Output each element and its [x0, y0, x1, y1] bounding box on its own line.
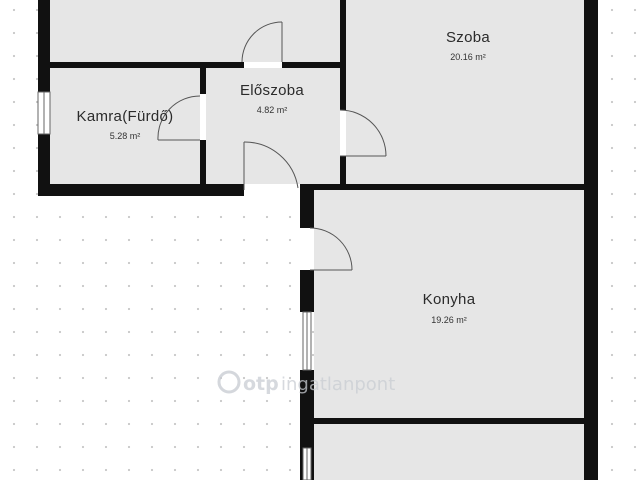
room-label-szoba: Szoba 20.16 m²: [446, 29, 490, 62]
wall-konyha-left-mid: [300, 270, 314, 312]
watermark-text: ingatlanpont: [281, 374, 395, 395]
door-entrance: [243, 141, 300, 196]
watermark: otp ingatlanpont: [217, 370, 395, 395]
wall-right-outer: [584, 0, 598, 480]
wall-left-lower: [38, 134, 50, 196]
room-label-kamra: Kamra(Fürdő) 5.28 m²: [77, 108, 174, 141]
room-area: 19.26 m²: [431, 315, 467, 325]
wall-kamra-right-lower: [200, 140, 206, 190]
room-label-konyha: Konyha 19.26 m²: [423, 291, 476, 325]
room-floors: [50, 0, 584, 480]
room-floor-kamra: [50, 68, 200, 184]
wall-top-room-bottom-left: [38, 62, 244, 68]
wall-szoba-left-upper: [340, 0, 346, 110]
room-floor-eloszoba: [206, 68, 340, 184]
room-area: 4.82 m²: [257, 105, 288, 115]
room-floor-bottom: [314, 424, 584, 480]
window-bottom: [302, 447, 312, 480]
wall-left-upper: [38, 0, 50, 92]
room-name: Kamra(Fürdő): [77, 108, 174, 125]
wall-kamra-right-upper: [200, 62, 206, 94]
room-floor-konyha: [314, 190, 584, 418]
room-area: 20.16 m²: [450, 52, 486, 62]
wall-konyha-left-upper: [300, 184, 314, 228]
door-kamra: [157, 94, 206, 141]
room-label-eloszoba: Előszoba 4.82 m²: [240, 82, 304, 115]
wall-szoba-left-lower: [340, 156, 346, 190]
walls: [38, 0, 598, 480]
window-konyha: [302, 311, 312, 371]
doors: [157, 21, 387, 271]
wall-kamra-bottom: [38, 184, 244, 196]
wall-konyha-bottom: [300, 418, 598, 424]
window-kamra: [37, 91, 51, 135]
watermark-logo-icon: [217, 370, 241, 394]
watermark-brand: otp: [243, 373, 279, 395]
windows: [37, 91, 312, 480]
door-top-room: [241, 21, 283, 68]
wall-middle-horizontal: [300, 184, 596, 190]
wall-top-room-bottom-right: [282, 62, 346, 68]
room-name: Előszoba: [240, 82, 304, 99]
room-name: Konyha: [423, 291, 476, 308]
door-szoba: [339, 109, 387, 157]
door-konyha: [300, 227, 353, 271]
room-name: Szoba: [446, 29, 490, 46]
room-floor-top-left: [50, 0, 340, 62]
room-area: 5.28 m²: [110, 131, 141, 141]
